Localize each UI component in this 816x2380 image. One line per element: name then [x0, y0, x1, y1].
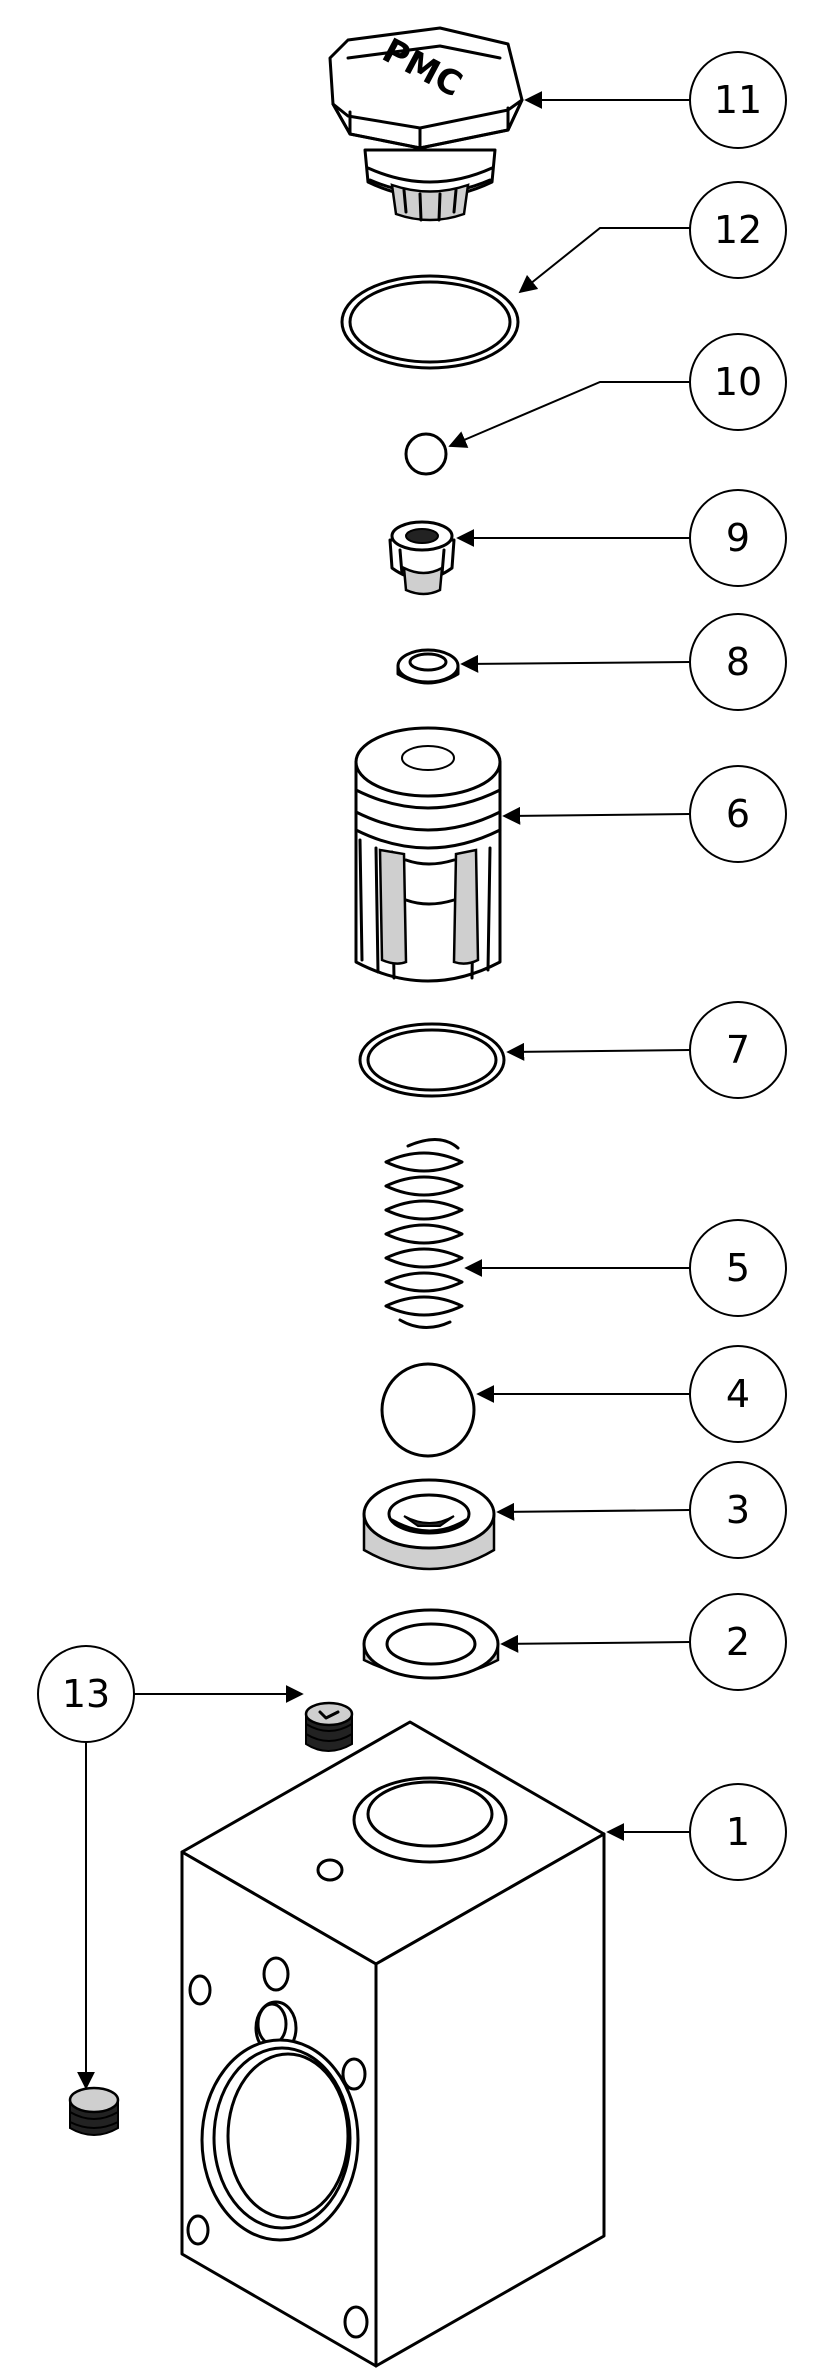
callout-11-label: 11 — [714, 78, 762, 122]
leader-6 — [502, 806, 691, 825]
spring-part — [384, 1138, 464, 1329]
callout-3: 3 — [689, 1461, 787, 1559]
callout-9: 9 — [689, 489, 787, 587]
leader-12 — [518, 227, 690, 294]
callout-5-label: 5 — [726, 1246, 750, 1290]
callout-8: 8 — [689, 613, 787, 711]
callout-12: 12 — [689, 181, 787, 279]
callout-11: 11 — [689, 51, 787, 149]
callout-9-label: 9 — [726, 516, 750, 560]
callout-5: 5 — [689, 1219, 787, 1317]
callout-8-label: 8 — [726, 640, 750, 684]
callout-4-label: 4 — [726, 1372, 750, 1416]
leader-10 — [448, 381, 690, 448]
callout-2: 2 — [689, 1593, 787, 1691]
set-screw-lower-part — [68, 2086, 120, 2136]
ball-retainer-part — [388, 520, 456, 596]
callout-7: 7 — [689, 1001, 787, 1099]
callout-group: 11 12 10 9 8 6 7 5 4 3 2 13 1 — [37, 51, 787, 1881]
callout-12-label: 12 — [714, 208, 762, 252]
small-ball-part — [404, 432, 448, 476]
cap-plug-part: PMC — [328, 26, 524, 222]
leader-8 — [460, 654, 691, 673]
leader-lines — [77, 91, 691, 2090]
small-ring-part — [396, 648, 460, 685]
leader-7 — [506, 1042, 691, 1061]
cage-part — [354, 726, 502, 983]
leader-3 — [496, 1502, 691, 1521]
callout-10: 10 — [689, 333, 787, 431]
callout-1-label: 1 — [726, 1810, 750, 1854]
set-screw-part — [304, 1701, 354, 1752]
callout-4: 4 — [689, 1345, 787, 1443]
callout-13-label: 13 — [62, 1672, 110, 1716]
leader-2 — [500, 1634, 691, 1653]
callout-6: 6 — [689, 765, 787, 863]
large-ball-part — [380, 1362, 476, 1458]
callout-3-label: 3 — [726, 1488, 750, 1532]
callout-6-label: 6 — [726, 792, 750, 836]
body-block-part — [180, 1720, 606, 2368]
callout-10-label: 10 — [714, 360, 762, 404]
callout-2-label: 2 — [726, 1620, 750, 1664]
callout-7-label: 7 — [726, 1028, 750, 1072]
o-ring-medium-part — [358, 1022, 506, 1098]
seat-part — [362, 1478, 496, 1571]
callout-13: 13 — [37, 1645, 135, 1743]
o-ring-large-part — [340, 274, 520, 370]
washer-part — [362, 1608, 500, 1680]
callout-1: 1 — [689, 1783, 787, 1881]
